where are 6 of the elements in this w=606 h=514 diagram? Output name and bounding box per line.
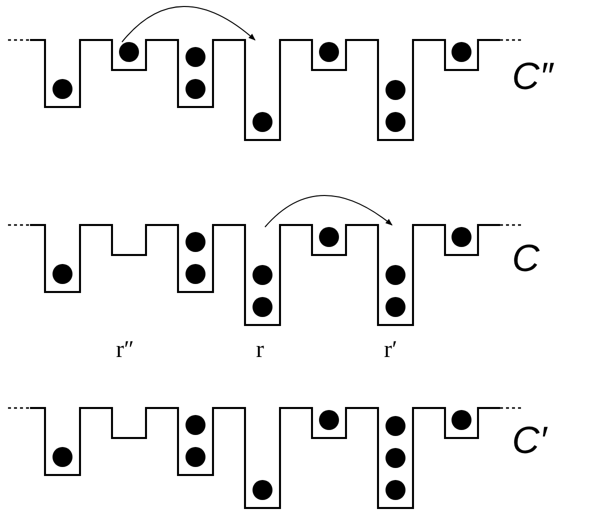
configuration-label: C′: [512, 422, 547, 460]
configuration-label: C″: [512, 58, 553, 96]
configuration-label: C: [512, 240, 540, 278]
site-label: r: [256, 338, 264, 362]
site-label: r′: [384, 338, 398, 362]
site-label: r″: [116, 338, 134, 362]
